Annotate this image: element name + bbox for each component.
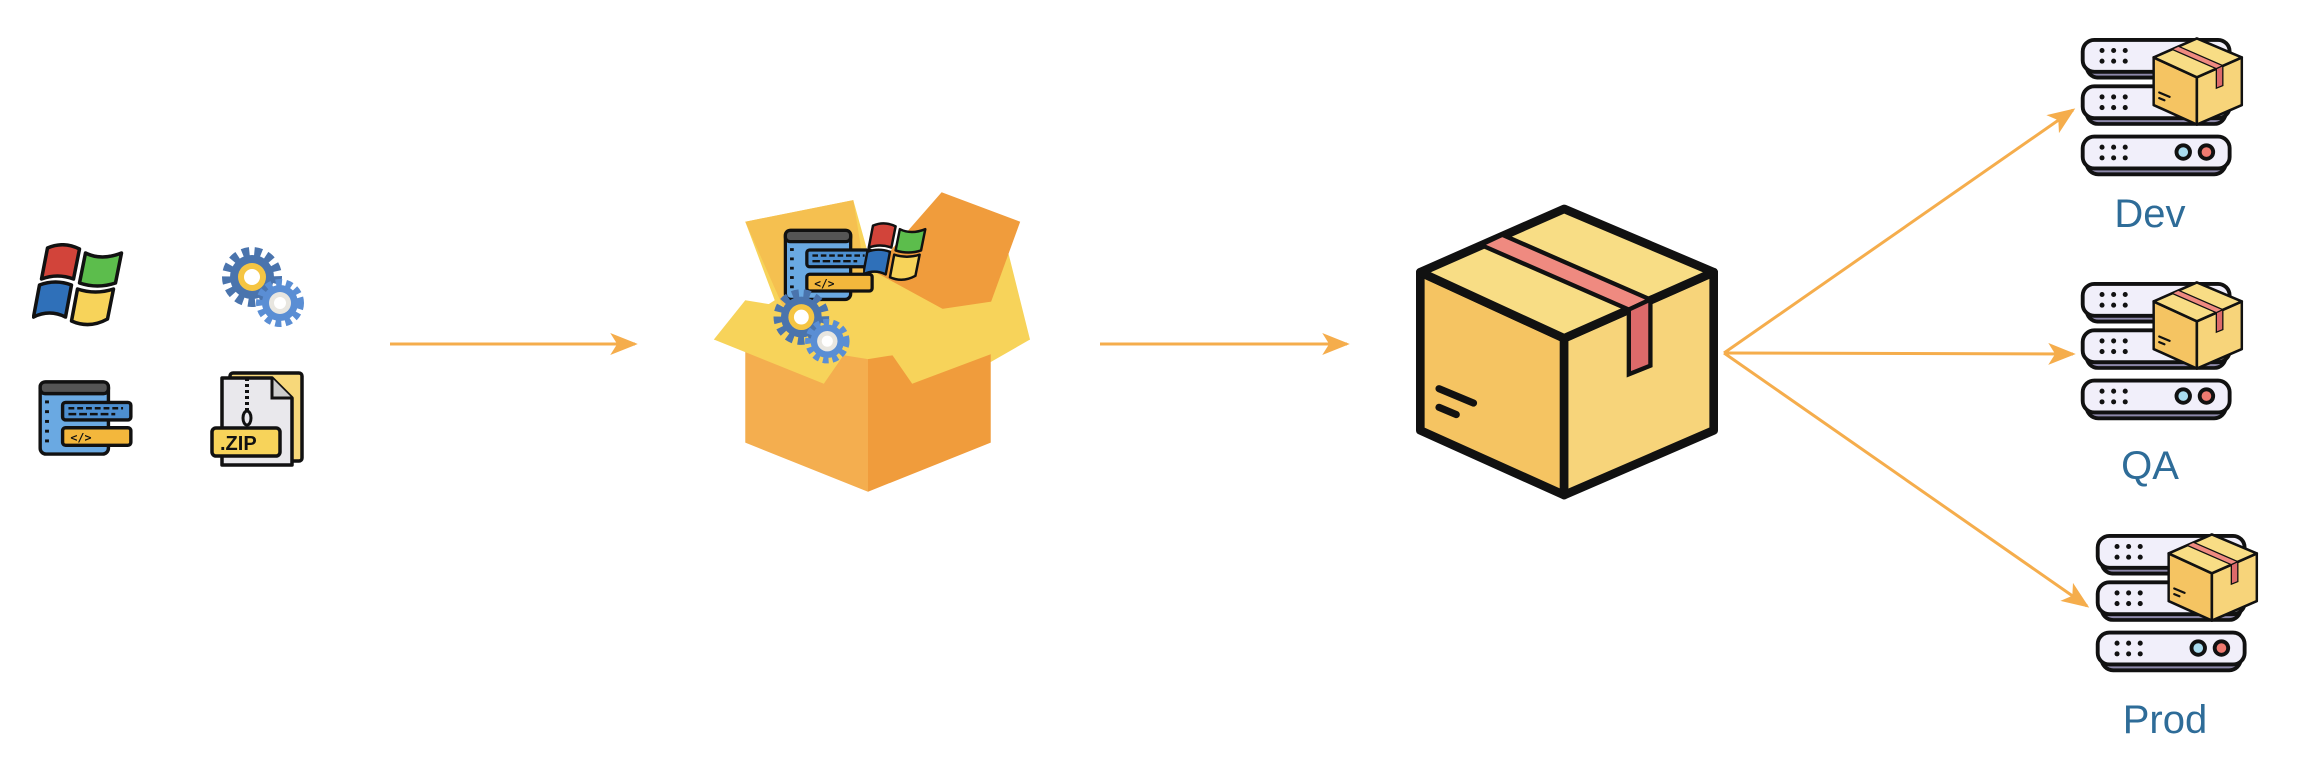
- server-with-package-icon: [2083, 282, 2242, 418]
- code-window-icon: [38, 380, 133, 456]
- target-dev: Dev: [2083, 38, 2242, 236]
- zip-file-icon: .ZIP: [210, 371, 304, 467]
- target-label-prod: Prod: [2123, 698, 2208, 742]
- target-label-qa: QA: [2121, 444, 2179, 488]
- target-prod: Prod: [2098, 534, 2257, 742]
- target-label-dev: Dev: [2114, 192, 2185, 236]
- gears-icon: [227, 252, 300, 323]
- target-qa: QA: [2083, 282, 2242, 488]
- server-with-package-icon: [2098, 534, 2257, 670]
- server-with-package-icon: [2083, 38, 2242, 174]
- zip-label: .ZIP: [220, 433, 257, 455]
- windows-logo-icon: [32, 243, 124, 327]
- arrow-to-dev: [1723, 108, 2076, 355]
- open-box-with-artifacts-icon: [714, 192, 1030, 491]
- sealed-package-icon: [1420, 209, 1713, 495]
- arrow-to-qa: [1723, 342, 2076, 365]
- arrow-to-prod: [1723, 351, 2090, 608]
